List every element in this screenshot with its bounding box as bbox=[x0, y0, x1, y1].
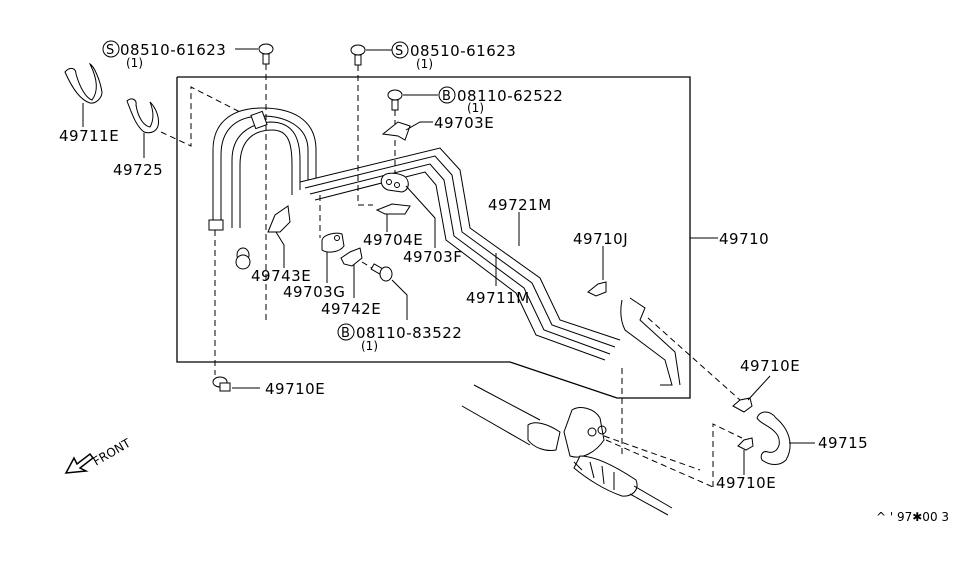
label-49703e[interactable]: 49703E bbox=[434, 114, 494, 132]
label-08510-61623-left[interactable]: 08510-61623 bbox=[120, 41, 226, 59]
tubes-icon bbox=[299, 147, 681, 386]
symbol-s: S bbox=[395, 44, 403, 59]
hose-49715-icon bbox=[756, 411, 815, 465]
label-49710e-left[interactable]: 49710E bbox=[265, 380, 325, 398]
label-49721m[interactable]: 49721M bbox=[488, 196, 552, 214]
label-49742e[interactable]: 49742E bbox=[321, 300, 381, 318]
label-08510-61623-center[interactable]: 08510-61623 bbox=[410, 42, 516, 60]
front-arrow-icon bbox=[64, 452, 95, 474]
label-08110-62522[interactable]: 08110-62522 bbox=[457, 87, 563, 105]
clamp-49703g-icon bbox=[319, 195, 345, 283]
clamp-49703e-icon bbox=[381, 121, 433, 141]
label-49710[interactable]: 49710 bbox=[719, 230, 769, 248]
bracket-49742e-icon bbox=[340, 247, 363, 298]
qty-b-lower: (1) bbox=[361, 339, 378, 353]
label-49711e[interactable]: 49711E bbox=[59, 127, 119, 145]
label-08110-83522[interactable]: 08110-83522 bbox=[356, 324, 462, 342]
bracket-49743e-icon bbox=[267, 205, 291, 268]
label-49710j[interactable]: 49710J bbox=[573, 230, 628, 248]
clamp-49710e-icon bbox=[212, 230, 260, 392]
symbol-s: S bbox=[106, 43, 114, 58]
bolt-icon: B bbox=[387, 86, 456, 180]
label-49704e[interactable]: 49704E bbox=[363, 231, 423, 249]
symbol-b: B bbox=[442, 89, 451, 104]
footer-code: ^ ' 97✱00 3 bbox=[876, 510, 949, 524]
clip-49711e-icon bbox=[64, 62, 103, 127]
front-label: FRONT bbox=[91, 436, 134, 469]
clip-49710j-icon bbox=[587, 246, 607, 297]
label-49725[interactable]: 49725 bbox=[113, 161, 163, 179]
bracket-49704e-icon bbox=[375, 203, 411, 232]
label-49711m[interactable]: 49711M bbox=[466, 289, 530, 307]
label-49710e-right-lower[interactable]: 49710E bbox=[716, 474, 776, 492]
clamp-49710e-icon bbox=[647, 317, 771, 413]
clip-49725-icon bbox=[126, 86, 241, 158]
hose-loop-icon bbox=[208, 107, 317, 270]
label-49710e-right-upper[interactable]: 49710E bbox=[740, 357, 800, 375]
symbol-b: B bbox=[341, 326, 350, 341]
qty-left: (1) bbox=[126, 56, 143, 70]
assembly-frame bbox=[176, 76, 718, 399]
bolt-icon: S bbox=[350, 41, 409, 206]
label-49703g[interactable]: 49703G bbox=[283, 283, 345, 301]
qty-center: (1) bbox=[416, 57, 433, 71]
bolt-icon: S bbox=[102, 40, 274, 320]
clamp-49710e-icon bbox=[605, 423, 754, 488]
steering-rack-icon bbox=[461, 368, 701, 516]
bolt-icon: B bbox=[337, 261, 408, 341]
clamp-49703f-icon bbox=[380, 172, 436, 248]
label-49743e[interactable]: 49743E bbox=[251, 267, 311, 285]
label-49703f[interactable]: 49703F bbox=[403, 248, 462, 266]
label-49715[interactable]: 49715 bbox=[818, 434, 868, 452]
qty-b-upper: (1) bbox=[467, 101, 484, 115]
